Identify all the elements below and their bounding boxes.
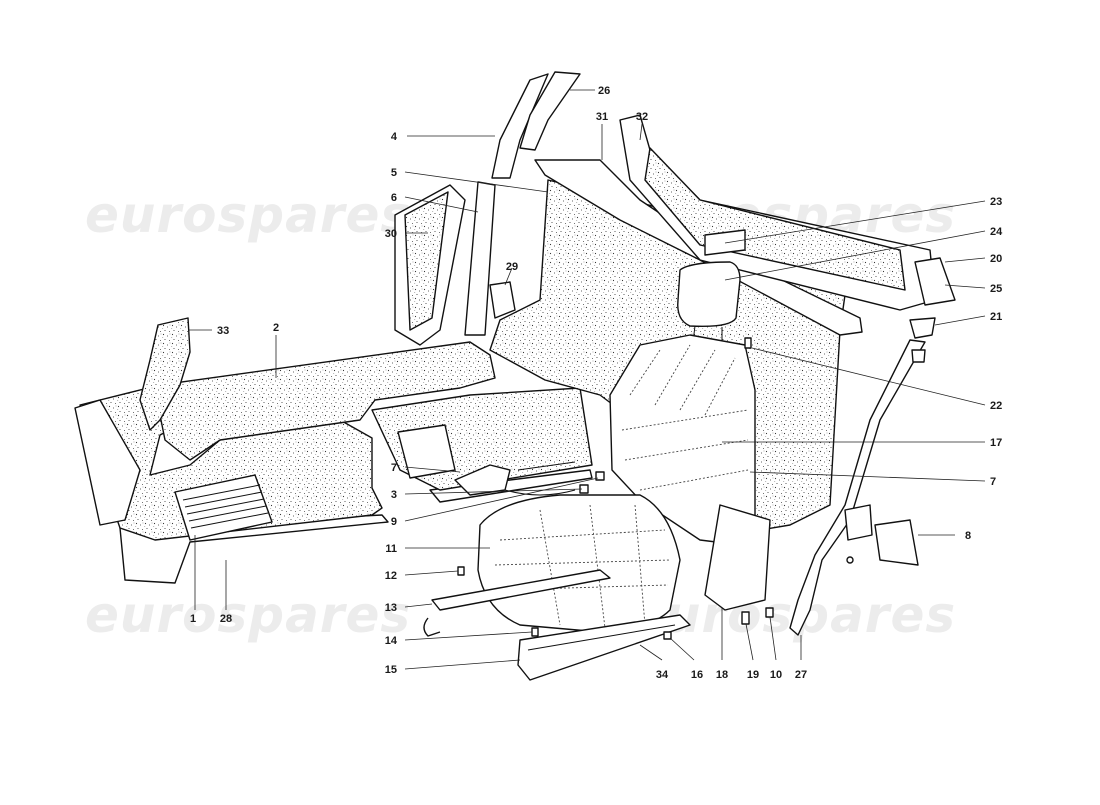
callout-6: 6 — [391, 192, 397, 204]
callout-26: 26 — [598, 85, 610, 97]
bolt-12 — [457, 566, 465, 576]
seat-backrest — [609, 334, 771, 611]
callout-13: 13 — [385, 602, 397, 614]
callout-labels: 1 2 3 4 5 6 7 7 8 9 10 11 12 13 14 15 16… — [190, 85, 1003, 681]
callout-1: 1 — [190, 613, 196, 625]
nut-9 — [595, 471, 605, 481]
callout-3: 3 — [391, 489, 397, 501]
callout-20: 20 — [990, 253, 1002, 265]
headrest — [677, 261, 741, 343]
runner-left-13 — [431, 569, 611, 611]
callout-12: 12 — [385, 570, 397, 582]
left-sill-panel — [74, 399, 141, 526]
headrest-body — [677, 261, 741, 328]
cushion-11 — [477, 494, 681, 633]
belt-webbing-27 — [789, 339, 926, 636]
trim-20-25 — [914, 257, 956, 306]
nut-16 — [663, 631, 672, 640]
clip-22 — [744, 337, 752, 349]
callout-30: 30 — [385, 228, 397, 240]
callout-29: 29 — [506, 261, 518, 273]
callout-8: 8 — [965, 530, 971, 542]
seat-cushion — [477, 494, 681, 633]
runner-right-15 — [517, 614, 691, 681]
pillar-trim-4 — [491, 73, 549, 179]
callout-14: 14 — [385, 635, 398, 647]
callout-28: 28 — [220, 613, 232, 625]
watermark-bottom-left: eurospares — [85, 586, 411, 644]
callout-10: 10 — [770, 669, 782, 681]
seat-runners — [423, 569, 691, 681]
floor-carpet-assembly — [74, 317, 496, 584]
callout-4: 4 — [391, 131, 398, 143]
callout-31: 31 — [596, 111, 608, 123]
callout-32: 32 — [636, 111, 648, 123]
coat-hook-29 — [489, 281, 516, 319]
watermark-top-left: eurospares — [85, 186, 411, 244]
parcel-shelf — [534, 114, 956, 339]
callout-17: 17 — [990, 437, 1002, 449]
tunnel-carpet-2 — [159, 341, 496, 461]
pillar-trim-26 — [519, 71, 581, 151]
callout-33: 33 — [217, 325, 229, 337]
callout-16: 16 — [691, 669, 703, 681]
seat-belt-assembly — [789, 339, 926, 636]
callout-22: 22 — [990, 400, 1002, 412]
callout-7-buckle: 7 — [391, 462, 397, 474]
callout-19: 19 — [747, 669, 759, 681]
clip-21 — [909, 317, 936, 339]
retractor-cover-8 — [874, 519, 919, 566]
nut-10 — [765, 607, 774, 618]
leader-lines — [188, 89, 986, 670]
callout-24: 24 — [990, 226, 1003, 238]
callout-23: 23 — [990, 196, 1002, 208]
bolt-14 — [531, 627, 539, 637]
belt-retractor — [844, 504, 873, 541]
pillar-trim-6 — [464, 181, 496, 336]
callout-15: 15 — [385, 664, 397, 676]
side-carpet-33 — [139, 317, 191, 431]
watermark-bottom-right: eurospares — [630, 586, 956, 644]
callout-9: 9 — [391, 516, 397, 528]
callout-11: 11 — [385, 543, 397, 555]
watermarks: eurospares eurospares eurospares eurospa… — [85, 186, 956, 644]
callout-18: 18 — [716, 669, 728, 681]
callout-21: 21 — [990, 311, 1002, 323]
callout-7-belt: 7 — [990, 476, 996, 488]
callout-5: 5 — [391, 167, 397, 179]
rear-mat-grille — [397, 424, 456, 479]
callout-27: 27 — [795, 669, 807, 681]
trim-23 — [704, 229, 746, 256]
callout-34: 34 — [656, 669, 669, 681]
seat-side-cover-18 — [704, 504, 771, 611]
callout-25: 25 — [990, 283, 1002, 295]
pillar-trims — [394, 71, 581, 346]
heel-pad-ribs — [182, 484, 269, 529]
heel-pad — [174, 474, 273, 541]
callout-2: 2 — [273, 322, 279, 334]
runner-lever-13 — [423, 617, 441, 637]
bolt-19 — [741, 611, 750, 625]
